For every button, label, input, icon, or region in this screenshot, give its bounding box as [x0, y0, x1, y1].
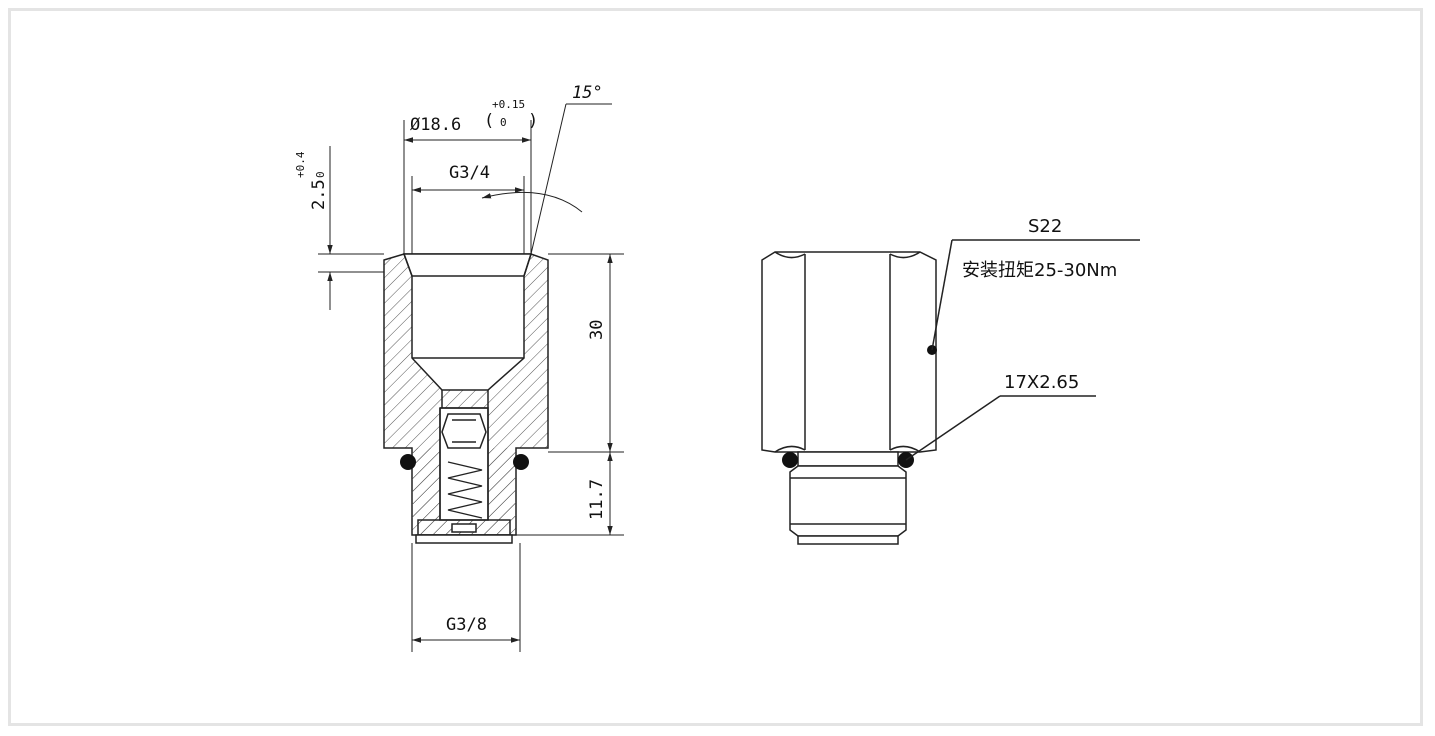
threaded-spigot — [789, 465, 907, 537]
o-ring-left — [400, 454, 416, 470]
depth-label: 2.5 — [309, 179, 329, 210]
section-dimensions — [318, 103, 624, 652]
side-view — [761, 239, 1140, 545]
bore-tol-upper: +0.15 — [492, 98, 525, 111]
o-ring-spec-label: 17X2.65 — [1004, 372, 1079, 393]
valve-poppet — [441, 413, 487, 449]
bottom-thread-label: G3/8 — [446, 615, 487, 635]
hex-collar — [797, 451, 899, 467]
hex-body — [761, 251, 937, 453]
o-ring-right — [513, 454, 529, 470]
bore-tol-paren-close: ) — [528, 111, 538, 131]
section-bore — [402, 253, 533, 391]
torque-note-label: 安装扭矩25-30Nm — [962, 260, 1117, 281]
spigot-height-label: 11.7 — [587, 479, 607, 520]
bore-diameter-label: Ø18.6 — [410, 115, 461, 135]
chamfer-angle-label: 15° — [572, 83, 603, 103]
section-view — [383, 253, 549, 544]
spigot-tip — [797, 535, 899, 545]
spring — [447, 461, 483, 519]
depth-tol-upper: +0.4 — [294, 151, 307, 178]
depth-tol-lower: 0 — [314, 171, 327, 178]
hex-size-label: S22 — [1028, 216, 1062, 237]
bore-tol-lower: 0 — [500, 116, 507, 129]
body-height-label: 30 — [587, 320, 607, 340]
top-thread-label: G3/4 — [449, 163, 490, 183]
drawing-frame — [8, 8, 1423, 726]
bore-tol-paren-open: ( — [484, 111, 494, 131]
side-o-ring-left — [782, 452, 798, 468]
